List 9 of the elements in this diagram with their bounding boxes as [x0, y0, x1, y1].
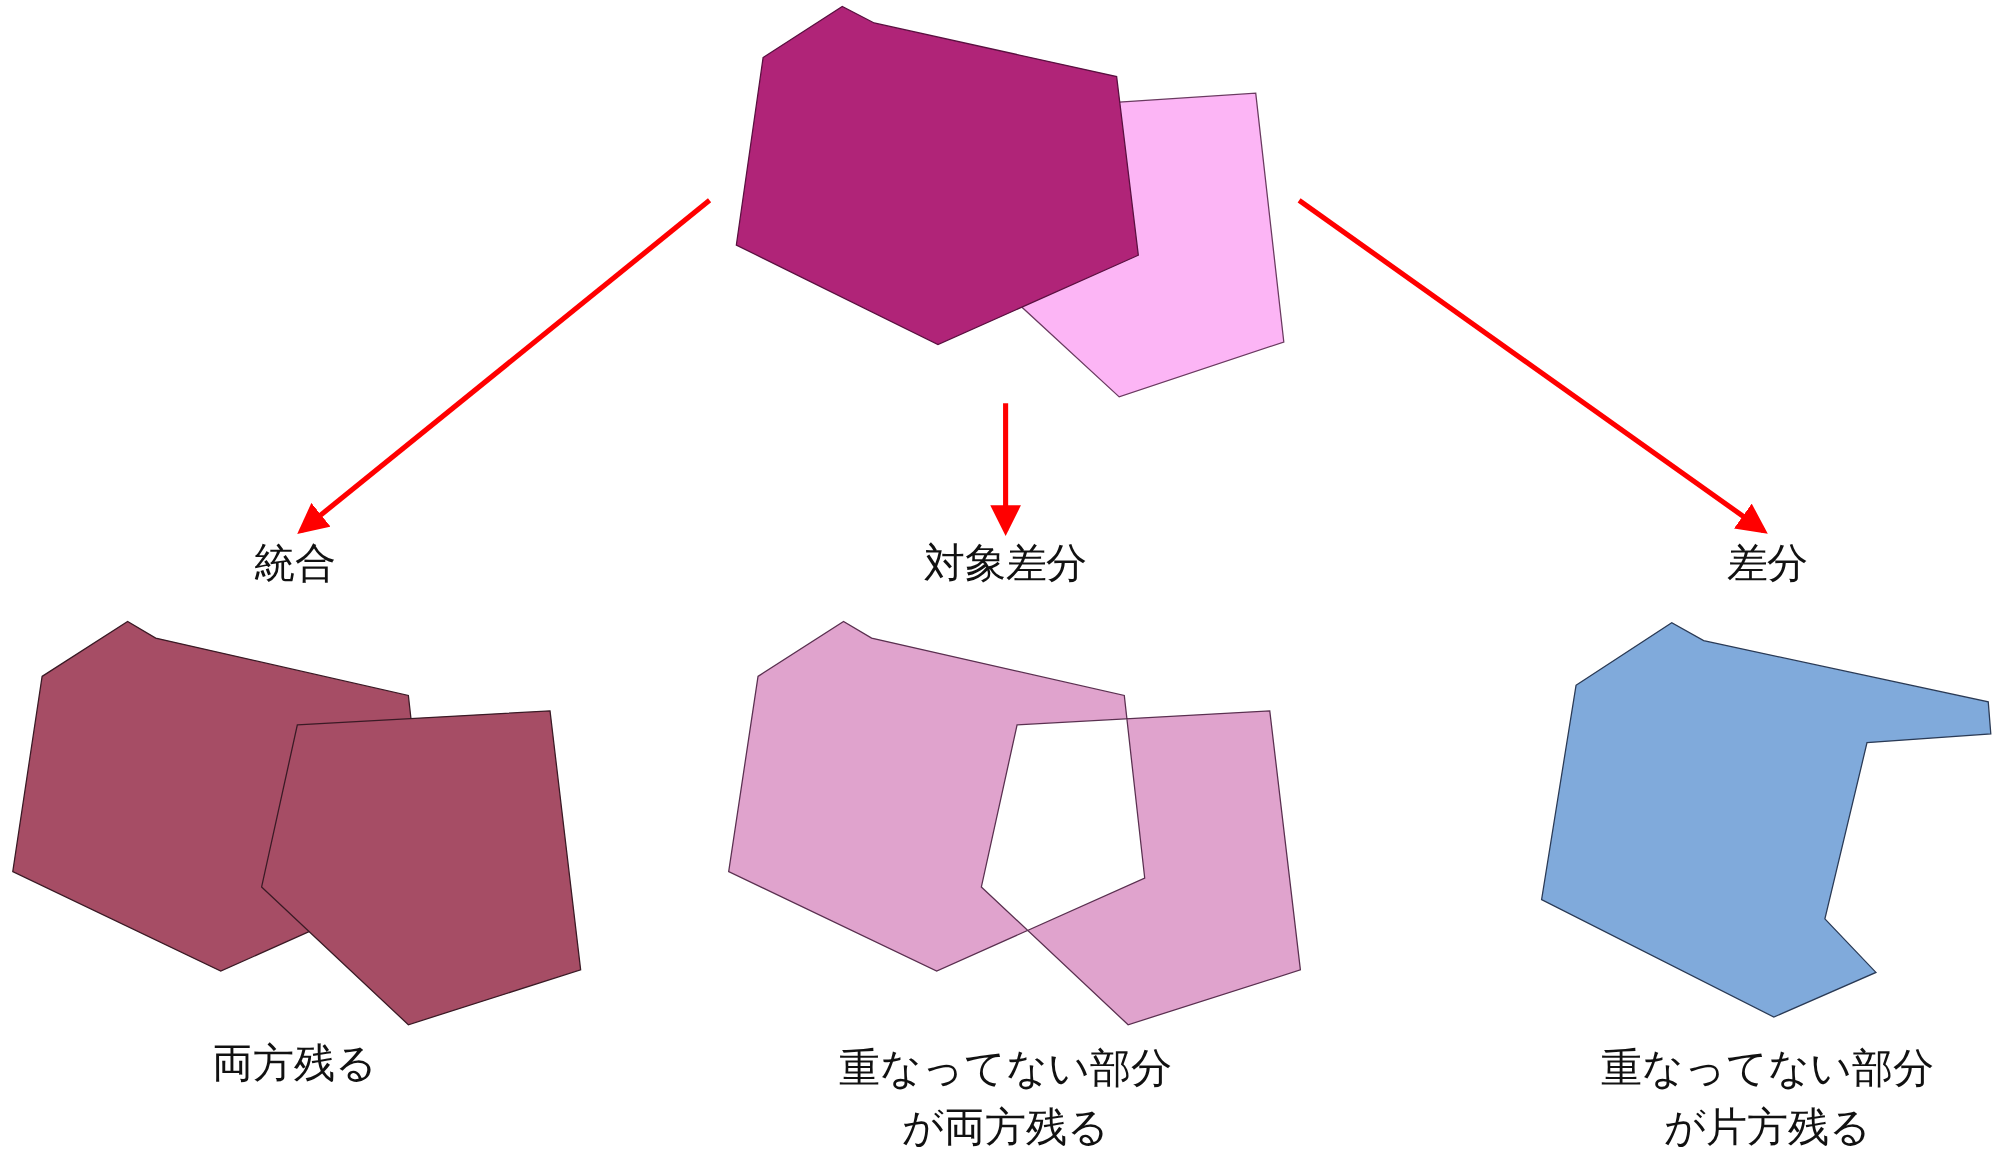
operation-label: 統合 — [167, 538, 423, 588]
operation-label: 差分 — [1639, 538, 1896, 588]
caption: 両方残る — [211, 1037, 379, 1090]
operation-label: 対象差分 — [865, 538, 1146, 588]
arrow — [990, 403, 1021, 536]
caption: 重なってない部分が両方残る — [838, 1042, 1174, 1154]
arrow — [297, 198, 712, 535]
caption: 重なってない部分が片方残る — [1599, 1042, 1935, 1154]
arrow — [1297, 198, 1768, 534]
